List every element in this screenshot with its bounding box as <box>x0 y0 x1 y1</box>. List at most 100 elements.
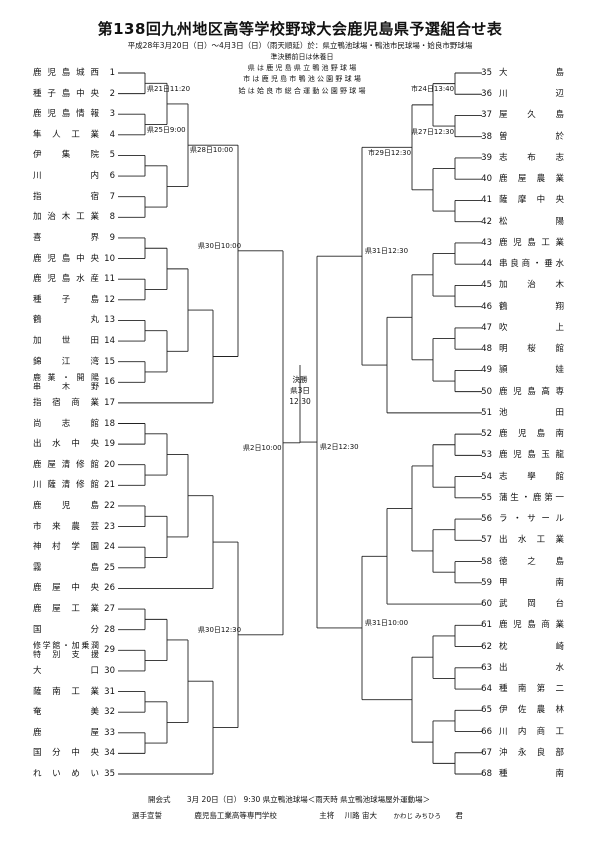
team-number: 22 <box>104 500 115 511</box>
team-number: 48 <box>481 344 492 355</box>
team-number: 35 <box>481 68 492 78</box>
team-number: 62 <box>481 641 492 652</box>
team-number: 30 <box>104 665 115 676</box>
team-name-line: 薩南工業 <box>33 686 99 697</box>
team-number: 5 <box>109 150 115 161</box>
team-number: 14 <box>104 336 115 347</box>
team-name: 鹿児島南 <box>499 429 564 439</box>
note-line: 市 は 鹿 児 島 市 鴨 池 公 園 野 球 場 <box>243 75 361 84</box>
team-name-line: 川内 <box>33 171 99 182</box>
team-number: 58 <box>481 556 492 567</box>
team-name-line: 種南 <box>499 769 564 779</box>
venue-notes: 準決勝前日は休養日 県 は 鹿 児 島 県 立 鴨 池 野 球 場 市 は 鹿 … <box>236 52 368 97</box>
team-number: 31 <box>104 686 115 697</box>
team-number: 60 <box>481 599 492 610</box>
team-number: 24 <box>104 542 115 553</box>
team-name-line: 鹿屋工業 <box>33 604 99 615</box>
team-name: 出水工業 <box>499 535 564 545</box>
team-number: 39 <box>481 152 492 163</box>
team-name-line: 川辺 <box>499 89 564 100</box>
team-name-line: 沖永良部 <box>499 747 564 758</box>
team-name-line: 曽於 <box>499 131 564 142</box>
team-number: 52 <box>481 429 492 440</box>
captain-name: 川路 宙大 <box>344 811 378 820</box>
team-number: 57 <box>481 535 492 546</box>
team-name-line: 川薩清修館 <box>33 480 99 491</box>
team-name: 志學館 <box>499 472 564 482</box>
team-name: 隼人工業 <box>33 130 99 140</box>
team-number: 42 <box>481 216 492 227</box>
team-number: 34 <box>104 748 115 759</box>
team-name: 鹿児島玉龍 <box>499 450 564 460</box>
team-name: 徳之島 <box>499 557 564 567</box>
team-number: 2 <box>109 88 115 99</box>
team-number: 12 <box>104 294 115 305</box>
team-name: 屋久島 <box>499 110 564 120</box>
team-name-line: 尚志館 <box>33 418 99 429</box>
team-name: 種子島 <box>33 295 99 305</box>
team-name-line: 鹿児島城西 <box>33 68 99 78</box>
team-number: 37 <box>481 110 492 121</box>
team-number: 61 <box>481 620 492 631</box>
team-name-line: 奄美 <box>33 707 99 718</box>
team-name-line: 鶴丸 <box>33 315 99 326</box>
team-name-line: 鹿屋農業 <box>499 174 564 185</box>
team-name: 川辺 <box>499 89 564 99</box>
team-name: 鹿児島中央 <box>33 254 99 264</box>
team-name-line: 蒲生・鹿第一 <box>499 492 564 503</box>
team-name: 種子島中央 <box>33 89 99 99</box>
team-name-line: 川内商工 <box>499 726 564 737</box>
note-line: 準決勝前日は休養日 <box>270 53 334 61</box>
team-name: 鹿屋清修館 <box>33 460 99 470</box>
team-name-line: 鹿屋中央 <box>33 583 99 594</box>
team-name-line: 加世田 <box>33 336 99 347</box>
team-number: 1 <box>109 68 115 78</box>
team-name: 武岡台 <box>499 599 564 609</box>
team-name: 伊集院 <box>33 150 99 160</box>
match-label: 県31日12:30 <box>365 247 409 256</box>
team-name: 鹿児島 <box>33 501 99 511</box>
match-label: 県25日9:00 <box>147 125 186 134</box>
team-name: 枕崎 <box>499 642 564 652</box>
team-name: 串良商・垂水 <box>499 259 564 269</box>
team-name-line: 出水中央 <box>33 439 99 450</box>
team-number: 63 <box>481 662 492 673</box>
team-name: 加治木 <box>499 280 564 290</box>
team-name: 鹿児島水産 <box>33 274 99 284</box>
team-name-line: 鹿児島高専 <box>499 386 564 397</box>
match-label: 県2日10:00 <box>243 443 282 452</box>
team-number: 32 <box>104 707 115 718</box>
team-name-line: 修学館・加乗潤 <box>33 641 99 651</box>
final-date: 県3日 <box>290 386 310 395</box>
team-name-line: 特別支援 <box>33 650 99 660</box>
team-name: 鹿屋中央 <box>33 583 99 593</box>
team-name-line: 隼人工業 <box>33 129 99 140</box>
team-name-line: 大島 <box>499 68 564 78</box>
team-name-line: 鹿児島 <box>33 500 99 511</box>
team-name: 大島 <box>499 68 564 78</box>
team-name: 種南第二 <box>499 684 564 694</box>
team-number: 45 <box>481 280 492 291</box>
team-name: 修学館・加乗潤特別支援 <box>33 641 99 659</box>
team-number: 68 <box>481 769 492 779</box>
note-line: 姶 は 姶 良 市 総 合 運 動 公 園 野 球 場 <box>238 86 366 95</box>
team-number: 51 <box>481 407 492 418</box>
team-name: 川内商工 <box>499 727 564 737</box>
team-number: 41 <box>481 195 492 206</box>
team-name: 鹿児島城西 <box>33 68 99 78</box>
team-name: 志布志 <box>499 153 564 163</box>
team-name-line: 鹿屋清修館 <box>33 459 99 470</box>
team-number: 50 <box>481 386 492 397</box>
team-name-line: 志布志 <box>499 152 564 163</box>
team-number: 49 <box>481 365 492 376</box>
team-name-line: 種子島 <box>33 294 99 305</box>
team-name-line: 鹿児島中央 <box>33 253 99 264</box>
team-number: 9 <box>109 232 115 243</box>
match-label: 県2日12:30 <box>320 443 359 452</box>
team-name-line: 神村学園 <box>33 542 99 553</box>
ceremony-detail: 3月 20日（日） 9:30 県立鴨池球場＜雨天時 県立鴨池球場屋外運動場＞ <box>186 795 431 804</box>
team-number: 54 <box>481 471 492 482</box>
team-number: 8 <box>109 212 115 223</box>
team-name: 甲南 <box>499 578 564 588</box>
